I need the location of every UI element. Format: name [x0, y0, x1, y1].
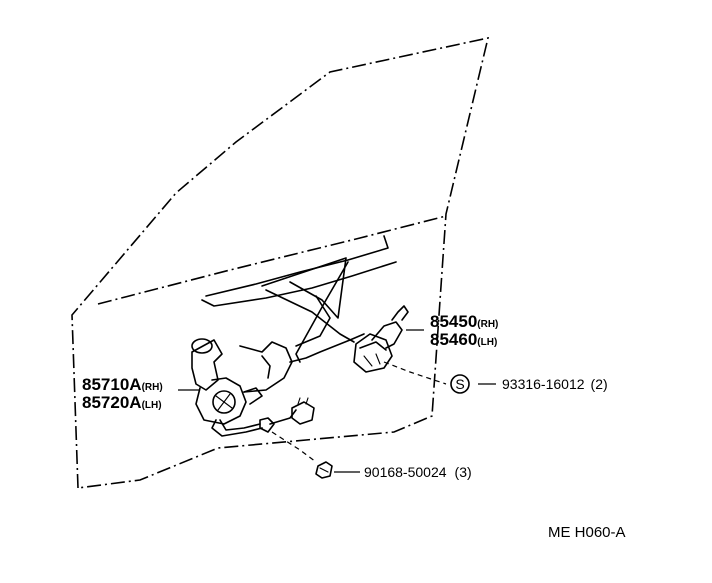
screw-symbol-icon: S	[450, 374, 470, 394]
regulator-assembly	[353, 305, 409, 373]
label-regulator-rh: 85450(RH)	[430, 312, 498, 331]
label-screw: 93316-16012(2)	[502, 376, 608, 392]
window-motor	[191, 338, 263, 425]
label-motor-lh: 85720A(LH)	[82, 393, 162, 412]
motor-wire-harness	[211, 397, 315, 437]
door-outline	[71, 36, 490, 489]
leader-lines	[178, 329, 496, 473]
regulator-arm	[201, 235, 397, 393]
label-bolt: 90168-50024(3)	[364, 464, 472, 480]
diagram-code: ME H060-A	[548, 524, 626, 541]
label-motor-rh: 85710A(RH)	[82, 375, 163, 394]
part-labels: 85450(RH) 85460(LH) 85710A(RH) 85720A(LH…	[82, 312, 626, 541]
bolt-icon	[315, 461, 333, 479]
screw-symbol: S	[455, 376, 464, 392]
label-regulator-lh: 85460(LH)	[430, 330, 497, 349]
